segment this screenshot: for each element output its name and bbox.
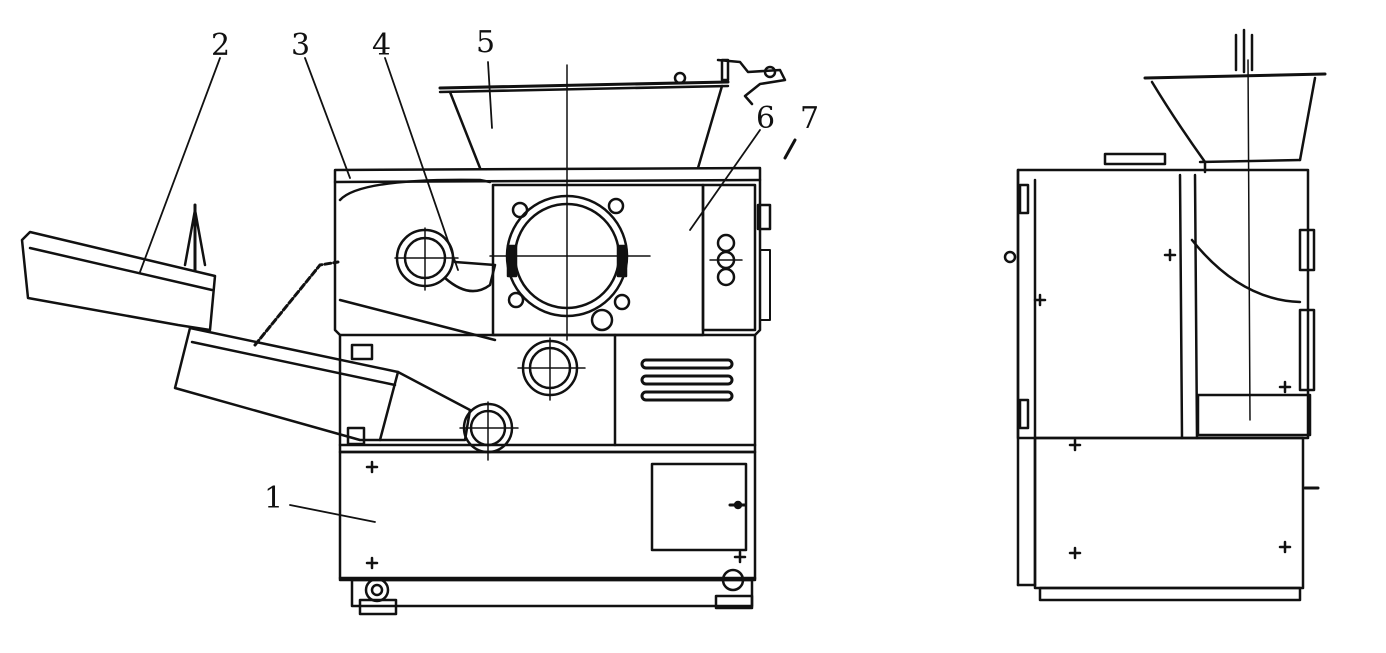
leader-lines — [139, 57, 797, 523]
callout-2: 2 — [211, 28, 230, 63]
callout-1: 1 — [264, 481, 283, 516]
lower-conveyor — [173, 260, 472, 446]
control-panel — [701, 183, 772, 332]
foot-right — [714, 568, 754, 610]
side-view — [1003, 28, 1327, 602]
foot-left — [358, 577, 398, 616]
front-hopper — [438, 58, 787, 181]
lower-wheel-left — [459, 401, 519, 461]
upper-housing — [333, 166, 762, 454]
front-view — [20, 57, 797, 616]
upper-conveyor — [20, 203, 217, 332]
lower-wheel-center — [517, 337, 586, 401]
side-cabinet — [1016, 168, 1320, 602]
vent-grille — [640, 358, 734, 402]
callout-4: 4 — [372, 28, 391, 63]
callout-7: 7 — [800, 101, 819, 136]
side-inner-frame — [1003, 173, 1316, 440]
side-hopper — [1103, 28, 1327, 421]
callout-6: 6 — [756, 101, 775, 136]
base-cabinet — [338, 450, 757, 608]
callout-5: 5 — [476, 25, 495, 60]
small-wheel — [394, 227, 497, 293]
callout-3: 3 — [291, 28, 310, 63]
drum-panel — [489, 179, 705, 341]
